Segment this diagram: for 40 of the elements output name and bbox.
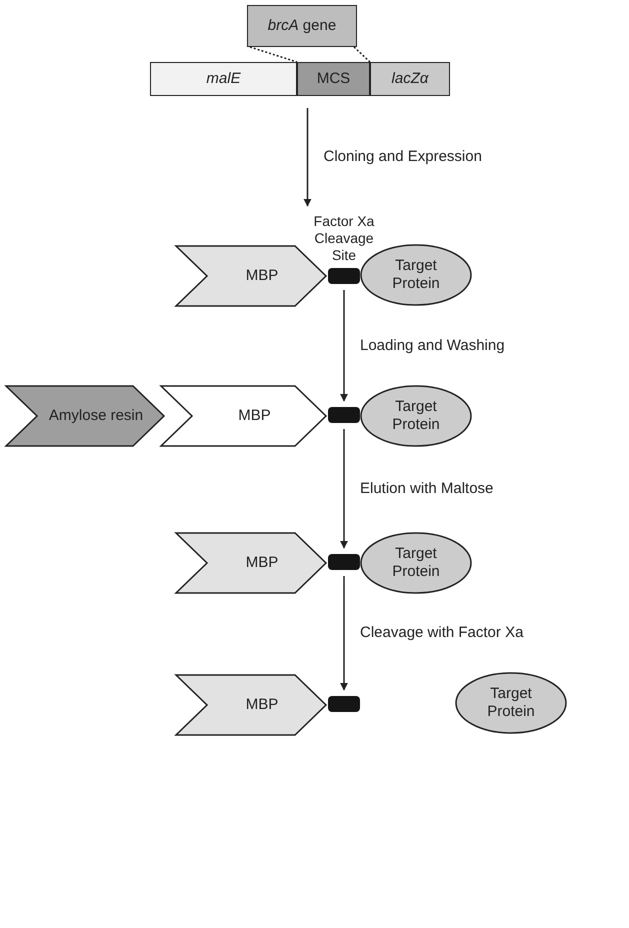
shape-label: MBP [237, 407, 271, 425]
fusion-domain-shape [175, 532, 327, 594]
shape-label: malE [206, 70, 241, 88]
shape-label: brcA gene [268, 17, 336, 35]
protein-ellipse [360, 244, 472, 306]
shape-label: Target Protein [391, 545, 441, 581]
protein-ellipse [455, 672, 567, 734]
shape-label: MCS [316, 70, 350, 88]
edge-label: Cleavage with Factor Xa [358, 624, 526, 641]
edge-label: Elution with Maltose [358, 480, 496, 496]
arrow [340, 429, 348, 549]
shape-label: lacZα [392, 70, 428, 88]
fusion-domain-shape [175, 245, 327, 307]
fusion-domain-shape [160, 385, 327, 447]
resin-shape [5, 385, 165, 447]
gene-segment [370, 62, 450, 96]
cleavage-site-bar [328, 407, 360, 423]
gene-segment [150, 62, 297, 96]
edge-label: Loading and Washing [358, 336, 507, 354]
inserted-gene-box [247, 5, 357, 47]
cleavage-site-bar [328, 554, 360, 570]
shape-label: MBP [244, 696, 278, 714]
arrow [304, 108, 312, 207]
insertion-guide-line [249, 46, 371, 63]
shape-label: Target Protein [486, 685, 536, 721]
shape-label: MBP [244, 554, 278, 572]
protein-ellipse [360, 385, 472, 447]
arrow [340, 290, 348, 402]
edge-label: Cloning and Expression [322, 148, 484, 165]
shape-label: Amylose resin [48, 407, 144, 425]
fusion-domain-shape [175, 674, 327, 736]
cloning-site-segment [297, 62, 370, 96]
protein-ellipse [360, 532, 472, 594]
arrow [340, 576, 348, 691]
cleavage-site-bar [328, 696, 360, 712]
shape-label: Target Protein [391, 257, 441, 293]
shape-label: MBP [244, 267, 278, 285]
shape-label: Target Protein [391, 398, 441, 434]
cleavage-site-bar [328, 268, 360, 284]
site-label: Factor Xa Cleavage Site [312, 213, 376, 264]
